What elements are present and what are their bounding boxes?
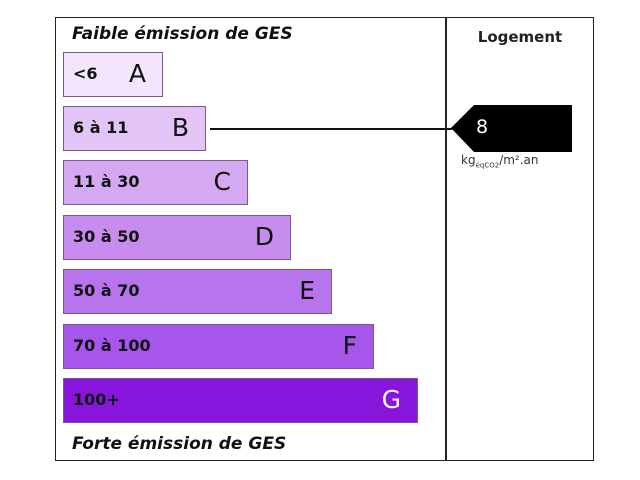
unit-main: kg bbox=[461, 153, 476, 167]
class-letter: B bbox=[171, 113, 189, 142]
class-range: 6 à 11 bbox=[73, 118, 129, 137]
class-range: 70 à 100 bbox=[73, 336, 151, 355]
class-letter: D bbox=[254, 222, 274, 251]
indicator-line bbox=[210, 128, 452, 130]
unit-sub: éqCO2 bbox=[475, 161, 500, 170]
class-range: 50 à 70 bbox=[73, 281, 140, 300]
class-letter: A bbox=[128, 59, 146, 88]
class-bar-b: 6 à 11 B bbox=[63, 106, 206, 151]
ges-label-frame bbox=[55, 17, 594, 461]
indicator-arrow-shape bbox=[451, 105, 572, 152]
class-bar-f: 70 à 100 F bbox=[63, 324, 374, 369]
indicator-unit: kgéqCO2/m².an bbox=[461, 153, 539, 169]
class-letter: C bbox=[213, 167, 231, 196]
indicator-arrow bbox=[451, 105, 572, 152]
class-bar-a: <6 A bbox=[63, 52, 163, 97]
class-bar-g: 100+ G bbox=[63, 378, 418, 423]
unit-rest: /m².an bbox=[499, 153, 539, 167]
class-letter: E bbox=[299, 276, 315, 305]
indicator-value: 8 bbox=[476, 116, 489, 138]
bottom-caption: Forte émission de GES bbox=[72, 434, 287, 454]
class-range: 30 à 50 bbox=[73, 227, 140, 246]
class-bar-e: 50 à 70 E bbox=[63, 269, 332, 314]
column-divider bbox=[445, 17, 447, 461]
class-letter: F bbox=[342, 331, 357, 360]
class-range: <6 bbox=[73, 64, 98, 83]
class-bar-d: 30 à 50 D bbox=[63, 215, 291, 260]
class-range: 11 à 30 bbox=[73, 172, 140, 191]
column-header: Logement bbox=[477, 28, 563, 46]
top-caption: Faible émission de GES bbox=[72, 24, 293, 44]
class-bar-c: 11 à 30 C bbox=[63, 160, 248, 205]
class-letter: G bbox=[381, 385, 401, 414]
class-range: 100+ bbox=[73, 390, 120, 409]
